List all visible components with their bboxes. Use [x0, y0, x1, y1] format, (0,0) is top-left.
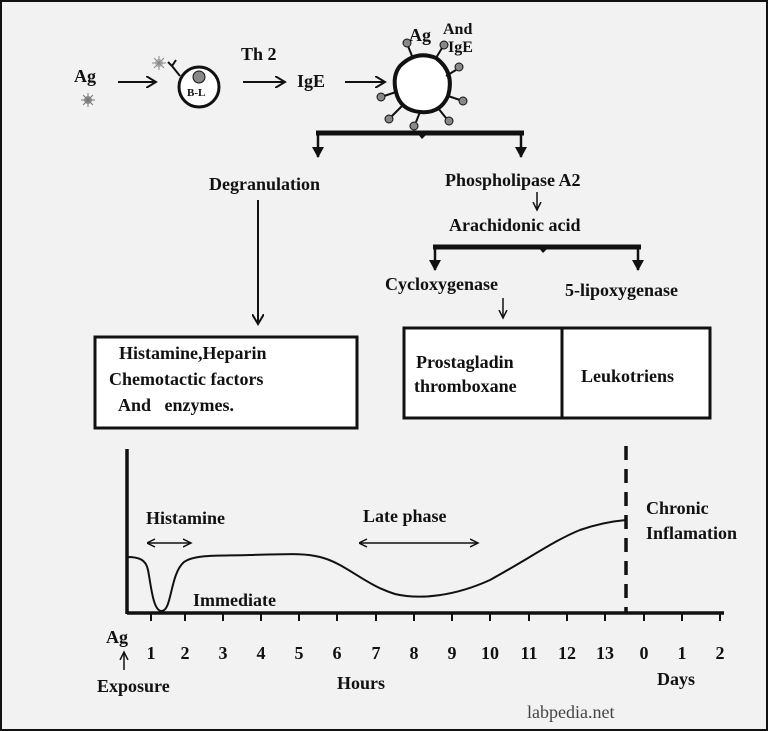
arachidonic-label: Arachidonic acid: [449, 215, 581, 235]
leukotriens-label: Leukotriens: [581, 366, 674, 386]
mediators-line-3: And enzymes.: [118, 395, 234, 415]
chronic-label-line-2: Inflamation: [646, 523, 737, 543]
hour-tick-label: 9: [448, 643, 457, 663]
mediators-box: [93, 335, 359, 430]
hour-tick-label: 12: [558, 643, 576, 663]
ige-label: IgE: [297, 71, 325, 91]
hours-axis-label: Hours: [337, 673, 385, 693]
exposure-label: Exposure: [97, 676, 170, 696]
prostaglandin-label: Prostagladin: [416, 352, 514, 372]
mediators-line-1: Histamine,Heparin: [119, 343, 267, 363]
hour-tick-label: 6: [333, 643, 342, 663]
mediators-line-2: Chemotactic factors: [109, 369, 263, 389]
histamine-phase-label: Histamine: [146, 508, 225, 528]
day-tick-label: 0: [640, 643, 649, 663]
hour-tick-label: 5: [295, 643, 304, 663]
degranulation-label: Degranulation: [209, 174, 320, 194]
ag-tick-label: Ag: [106, 627, 128, 647]
mast-cell-icon: [376, 38, 468, 131]
hour-tick-label: 10: [481, 643, 499, 663]
watermark: labpedia.net: [527, 702, 614, 722]
mast-and-label: And: [443, 21, 472, 38]
day-tick-label: 1: [678, 643, 687, 663]
hour-tick-label: 8: [410, 643, 419, 663]
main-branch-notch: [417, 133, 428, 139]
late-phase-label: Late phase: [363, 506, 447, 526]
mast-ag-label: Ag: [409, 25, 431, 45]
chronic-label-line-1: Chronic: [646, 498, 709, 518]
day-tick-labels: 0 1 2: [640, 643, 725, 663]
hour-tick-label: 13: [596, 643, 614, 663]
eicosanoid-box: [402, 326, 712, 420]
timeline-ticks: [150, 613, 721, 621]
hour-tick-label: 3: [219, 643, 228, 663]
reaction-curve: [126, 519, 627, 612]
lipoxygenase-label: 5-lipoxygenase: [565, 280, 678, 300]
phospholipase-label: Phospholipase A2: [445, 170, 581, 190]
hour-tick-label: 1: [147, 643, 156, 663]
antigen-label: Ag: [74, 66, 96, 86]
hour-tick-labels: 1 2 3 4 5 6 7 8 9 10 11 12 13: [147, 643, 615, 663]
arachidonic-branch-notch: [538, 247, 549, 253]
hour-tick-label: 7: [372, 643, 381, 663]
immediate-phase-label: Immediate: [193, 590, 276, 610]
mast-ige-label: IgE: [448, 39, 473, 56]
cyclooxygenase-label: Cycloxygenase: [385, 274, 498, 294]
day-tick-label: 2: [716, 643, 725, 663]
hour-tick-label: 2: [181, 643, 190, 663]
thromboxane-label: thromboxane: [414, 376, 517, 396]
hour-tick-label: 4: [257, 643, 266, 663]
antigen-star-icon: [81, 93, 95, 107]
hour-tick-label: 11: [520, 643, 537, 663]
days-axis-label: Days: [657, 669, 695, 689]
th2-label: Th 2: [241, 44, 277, 64]
b-cell-label: B-L: [187, 87, 205, 99]
b-cell-icon: [152, 56, 221, 109]
